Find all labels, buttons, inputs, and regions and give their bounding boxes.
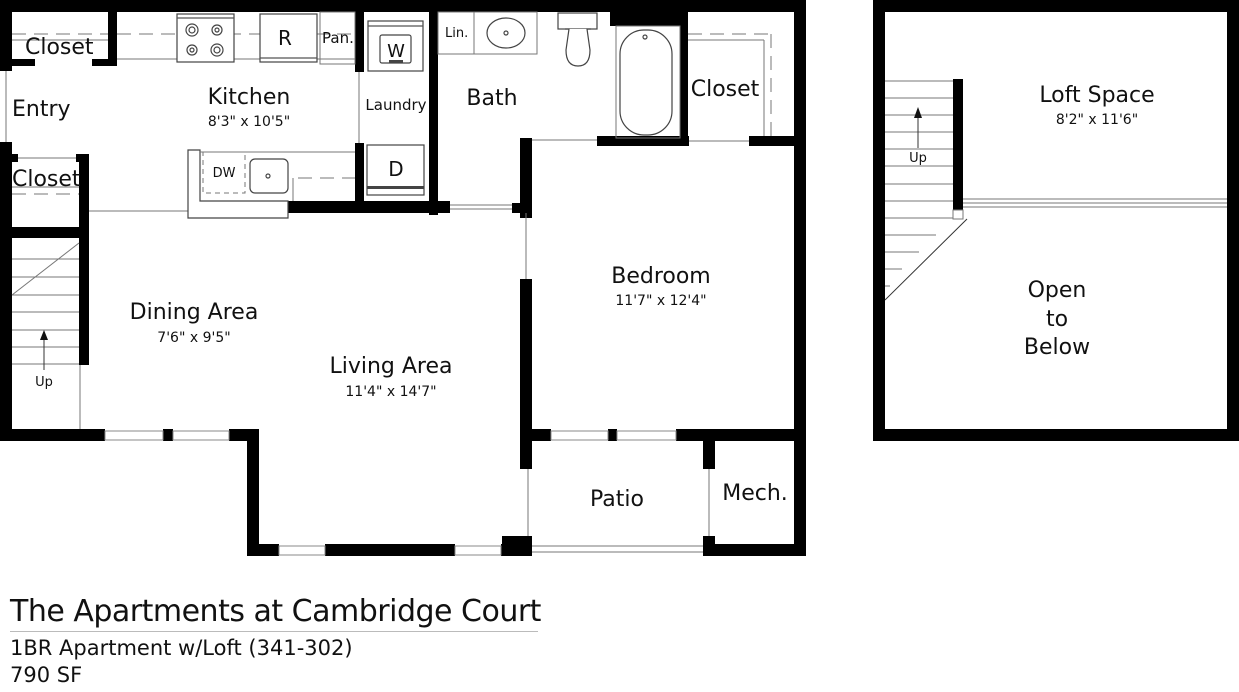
dryer-label: D xyxy=(388,157,403,181)
title-divider xyxy=(10,631,538,632)
closet-entry-label: Closet xyxy=(12,167,81,192)
kitchen-dims: 8'3" x 10'5" xyxy=(208,114,290,130)
open-to-below-line1: Open xyxy=(1028,278,1087,303)
unit-type: 1BR Apartment w/Loft (341-302) xyxy=(10,636,353,660)
open-to-below-line3: Below xyxy=(1024,335,1090,360)
thin-lines xyxy=(5,33,772,536)
bedroom-dims: 11'7" x 12'4" xyxy=(615,293,706,309)
bath-label: Bath xyxy=(466,86,517,111)
laundry-label: Laundry xyxy=(365,96,426,114)
bath-fixtures xyxy=(437,11,681,139)
dryer-icon: D xyxy=(366,144,425,196)
loft-dims: 8'2" x 11'6" xyxy=(1056,112,1138,128)
bathtub-icon xyxy=(615,25,681,139)
main-stairs: Up xyxy=(11,242,80,390)
dining-label: Dining Area xyxy=(130,300,259,325)
main-floor-walls xyxy=(0,0,806,556)
square-footage: 790 SF xyxy=(10,663,83,687)
main-room-labels: Closet Entry Closet Kitchen 8'3" x 10'5"… xyxy=(12,26,788,512)
loft-label: Loft Space xyxy=(1039,83,1154,108)
mech-label: Mech. xyxy=(722,481,788,506)
entry-label: Entry xyxy=(12,97,71,122)
patio-label: Patio xyxy=(590,487,644,512)
living-dims: 11'4" x 14'7" xyxy=(345,384,436,400)
linen-label: Lin. xyxy=(445,26,468,41)
property-name: The Apartments at Cambridge Court xyxy=(10,594,541,629)
kitchen-label: Kitchen xyxy=(208,85,291,110)
loft-stairs: Up xyxy=(884,80,968,301)
pantry-label: Pan. xyxy=(322,29,354,47)
refrigerator-icon: R xyxy=(259,13,318,63)
open-to-below-line2: to xyxy=(1046,307,1068,332)
living-label: Living Area xyxy=(329,354,452,379)
windows xyxy=(104,430,703,556)
closet-bedroom-label: Closet xyxy=(691,77,760,102)
dishwasher-label: DW xyxy=(213,166,236,181)
dishwasher-icon xyxy=(202,151,246,194)
loft-labels: Loft Space 8'2" x 11'6" Open to Below xyxy=(1024,83,1155,360)
closet-top-label: Closet xyxy=(25,35,94,60)
dining-dims: 7'6" x 9'5" xyxy=(157,330,230,346)
stove-icon xyxy=(176,13,235,63)
washer-label: W xyxy=(387,41,405,62)
kitchen-fixtures: R Pan. DW W D xyxy=(117,11,425,219)
loft-stairs-up-label: Up xyxy=(909,151,927,166)
loft-floor-walls xyxy=(873,0,1239,441)
refrigerator-label: R xyxy=(278,26,292,50)
stairs-up-label: Up xyxy=(35,375,53,390)
washer-icon: W xyxy=(367,20,424,72)
bedroom-label: Bedroom xyxy=(611,264,711,289)
toilet-icon xyxy=(557,12,598,67)
plan-footer: The Apartments at Cambridge Court 1BR Ap… xyxy=(10,594,541,689)
